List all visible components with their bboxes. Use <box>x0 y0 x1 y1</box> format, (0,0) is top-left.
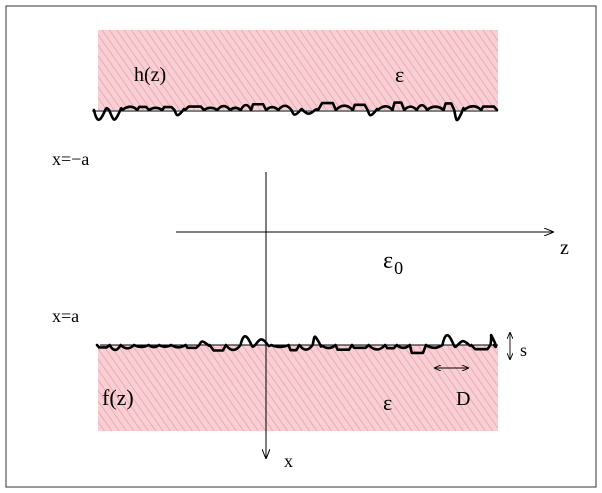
x-axis-label: x <box>284 451 293 471</box>
correlation-length-label: D <box>456 388 470 410</box>
roughness-height-label: s <box>520 340 527 360</box>
z-axis-label: z <box>560 237 569 259</box>
upper-rough-boundary <box>92 101 499 122</box>
lower-dielectric-region <box>98 345 498 431</box>
top-permittivity-label: ε <box>395 62 404 87</box>
top-function-label: h(z) <box>134 64 166 86</box>
lower-rough-boundary <box>95 333 498 355</box>
gap-permittivity-label: ε0 <box>383 248 403 278</box>
lower-boundary-label: x=a <box>52 306 79 326</box>
figure-frame <box>5 5 597 488</box>
bottom-function-label: f(z) <box>102 385 134 410</box>
upper-boundary-label: x=−a <box>52 149 89 169</box>
upper-dielectric-region <box>98 30 498 110</box>
bottom-permittivity-label: ε <box>383 390 392 415</box>
